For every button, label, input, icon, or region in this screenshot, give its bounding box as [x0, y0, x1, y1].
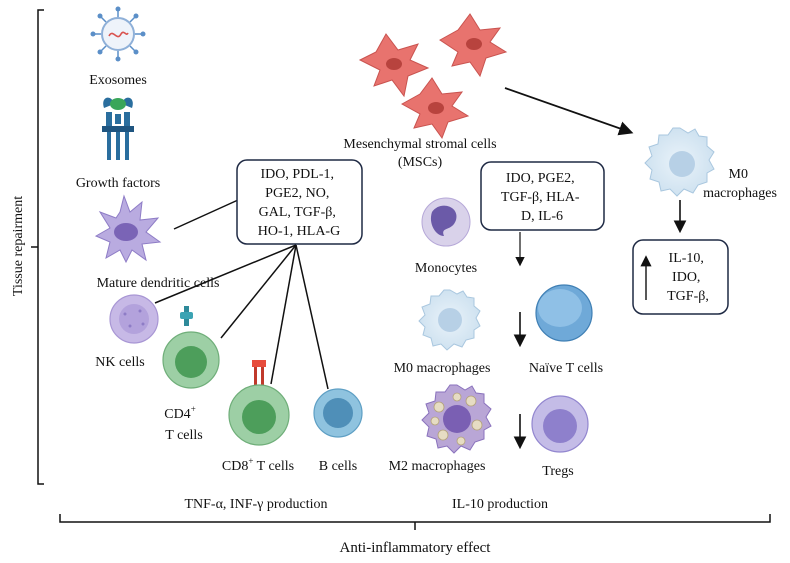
cd4-t-cell-icon	[162, 306, 220, 389]
monocytes-label: Monocytes	[415, 261, 477, 276]
msc-to-m0-arrow	[504, 87, 634, 136]
nk-cells-label: NK cells	[95, 355, 144, 370]
growth-factor-icon	[102, 97, 134, 160]
middle-cytokine-box: IDO, PGE2, TGF-β, HLA- D, IL-6	[480, 161, 605, 231]
svg-text:IDO, PGE2, TGF-β, HLA-: IDO, PGE2, TGF-β, HLA- D, IL-6	[501, 171, 583, 224]
cd4-t-cells-label: T cells	[165, 428, 202, 443]
cd4-label: CD4+	[164, 404, 196, 422]
mature-dc-label: Mature dendritic cells	[97, 276, 220, 291]
m2-macrophage-icon	[421, 384, 492, 454]
cd8-t-cells-label: CD8+ T cells	[222, 456, 294, 474]
monocyte-icon	[421, 197, 471, 247]
left-cytokine-box: IDO, PDL-1, PGE2, NO, GAL, TGF-β, HO-1, …	[236, 159, 363, 245]
nk-cell-icon	[109, 294, 159, 344]
exosome-icon	[90, 6, 146, 62]
tregs-label: Tregs	[542, 464, 573, 479]
msc-abbrev-label: (MSCs)	[398, 155, 443, 170]
left-production-label: TNF-α, INF-γ production	[184, 497, 327, 512]
exosomes-label: Exosomes	[89, 73, 147, 88]
cd8-t-cell-icon	[228, 360, 290, 446]
m2-macrophages-label: M2 macrophages	[389, 459, 486, 474]
naive-t-cell-icon	[535, 284, 593, 342]
svg-text:IDO, PDL-1, PGE2, NO,: IDO, PDL-1, PGE2, NO, GAL, TGF-β, HO-1, …	[258, 167, 340, 239]
bottom-brace	[59, 514, 771, 530]
left-bracket	[31, 9, 44, 485]
treg-icon	[531, 395, 589, 453]
m0-right-label: M0 macrophages	[703, 167, 777, 201]
svg-text:IL-10, IDO, TGF-β,: IL-10, IDO, TGF-β,	[667, 251, 709, 304]
b-cell-icon	[313, 388, 363, 438]
m0-macrophages-mid-label: M0 macrophages	[394, 361, 491, 376]
msc-label: Mesenchymal stromal cells	[343, 137, 496, 152]
dendritic-cell-icon	[94, 194, 162, 264]
right-production-label: IL-10 production	[452, 497, 548, 512]
right-cytokine-box: IL-10, IDO, TGF-β,	[632, 239, 729, 315]
bottom-label: Anti-inflammatory effect	[340, 540, 492, 556]
naive-t-cells-label: Naïve T cells	[529, 361, 603, 376]
b-cells-label: B cells	[319, 459, 358, 474]
msc-cells-icon	[358, 13, 508, 140]
m0-macrophage-mid-icon	[418, 289, 481, 351]
m0-macrophage-right-icon	[644, 127, 715, 197]
growth-factors-label: Growth factors	[76, 176, 160, 191]
side-label: Tissue repairment	[11, 196, 26, 296]
left-box-connectors	[154, 199, 329, 390]
